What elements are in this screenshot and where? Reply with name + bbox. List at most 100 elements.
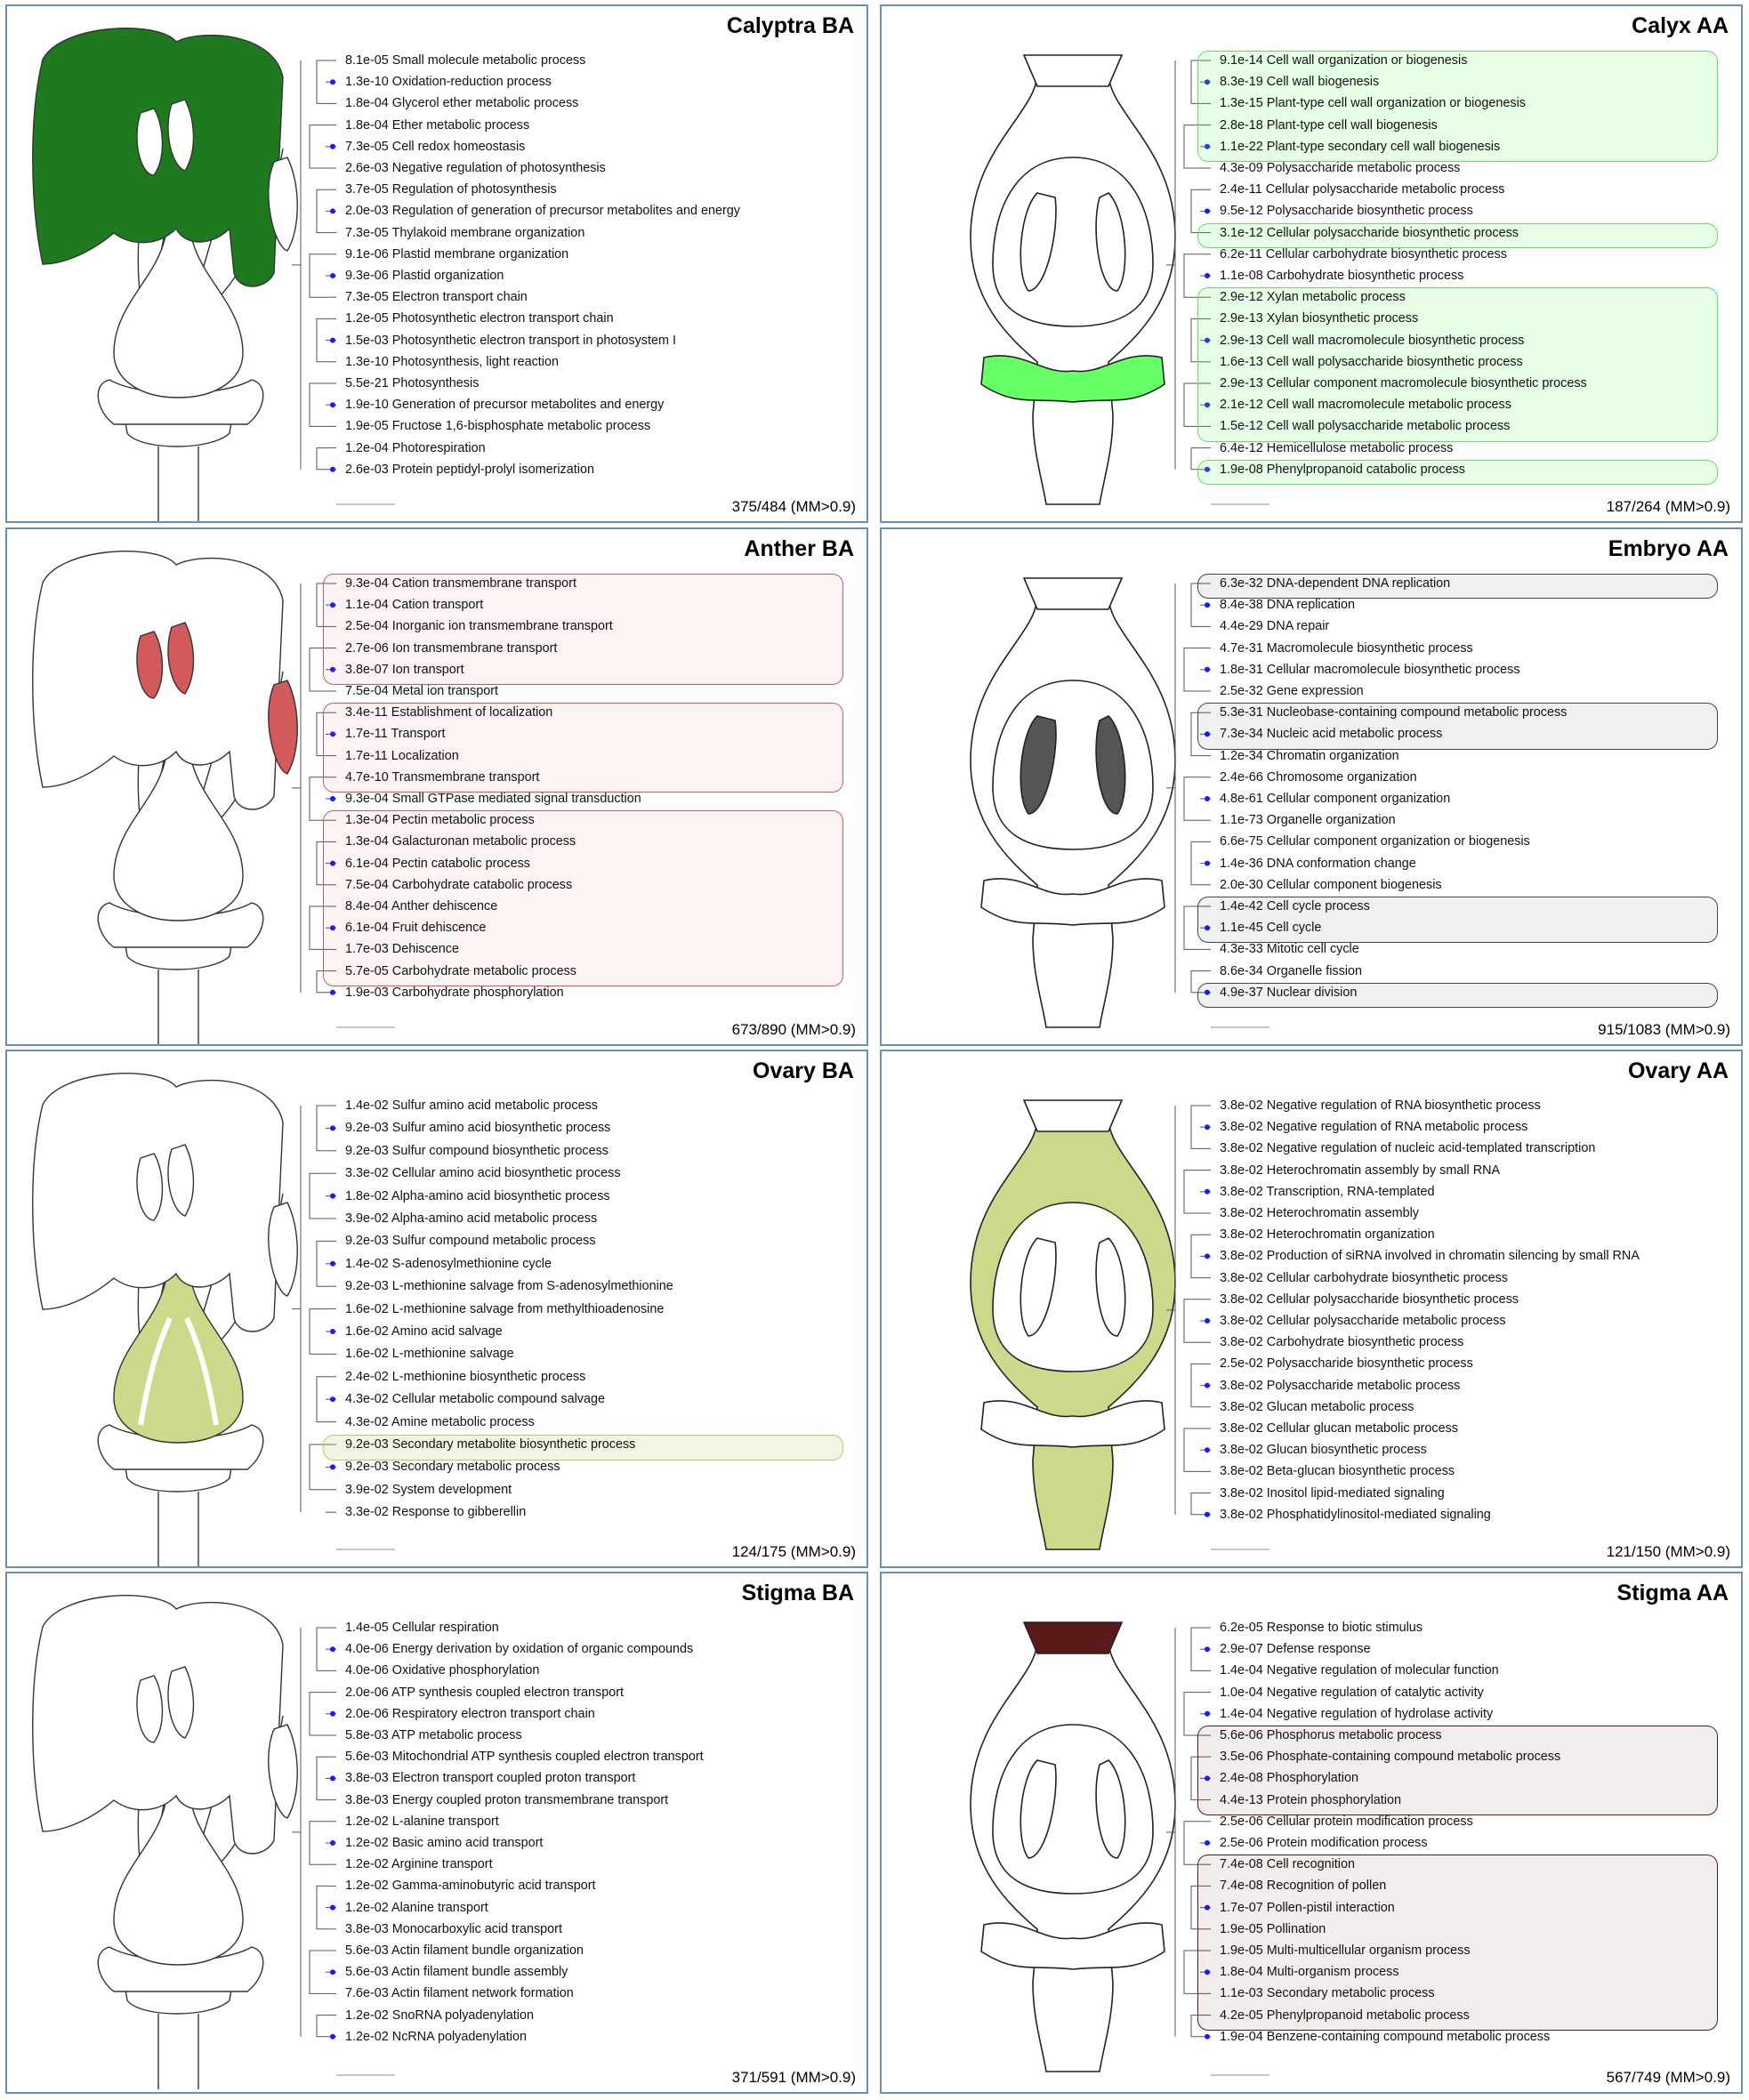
node-dot bbox=[330, 1396, 335, 1403]
go-term-label: 5.5e-21 Photosynthesis bbox=[345, 376, 480, 390]
node-dot bbox=[330, 1329, 335, 1334]
go-term-label: 3.8e-02 Glucan biosynthetic process bbox=[1220, 1443, 1427, 1458]
node-dot bbox=[1205, 273, 1210, 278]
go-term-label: 7.5e-04 Carbohydrate catabolic process bbox=[345, 877, 573, 892]
go-term-label: 1.9e-04 Benzene-containing compound meta… bbox=[1220, 2029, 1551, 2044]
embryo-left bbox=[1020, 715, 1057, 815]
panel-title: Calyptra BA bbox=[726, 13, 854, 38]
node-dot bbox=[1205, 1447, 1210, 1453]
go-term-label: 1.8e-04 Ether metabolic process bbox=[345, 117, 530, 133]
embryo-right bbox=[1095, 1237, 1126, 1337]
node-dot bbox=[1205, 1646, 1210, 1653]
node-dot bbox=[330, 1840, 335, 1846]
go-term-label: 3.8e-02 Heterochromatin assembly by smal… bbox=[1220, 1163, 1501, 1178]
go-term-label: 2.9e-13 Cellular component macromolecule… bbox=[1220, 376, 1587, 390]
node-dot bbox=[330, 1775, 335, 1782]
go-term-label: 3.8e-03 Energy coupled proton transmembr… bbox=[345, 1792, 669, 1807]
go-term-label: 9.2e-03 Sulfur amino acid biosynthetic p… bbox=[345, 1121, 611, 1136]
go-term-label: 9.2e-03 Secondary metabolite biosyntheti… bbox=[345, 1437, 636, 1452]
dendrogram bbox=[292, 1105, 336, 1513]
panel-count: 121/150 (MM>0.9) bbox=[1606, 1543, 1730, 1560]
go-term-label: 6.2e-05 Response to biotic stimulus bbox=[1220, 1621, 1423, 1635]
panel-title: Stigma AA bbox=[1616, 1581, 1729, 1605]
flower-drawing-aa bbox=[970, 1099, 1176, 1550]
cluster-highlight-box bbox=[323, 703, 843, 793]
go-term-label: 1.4e-04 Negative regulation of molecular… bbox=[1220, 1663, 1499, 1678]
cluster-highlight-box bbox=[1197, 982, 1718, 1008]
anther-c bbox=[268, 680, 298, 775]
scale-bar bbox=[1211, 2074, 1269, 2076]
cluster-highlight-box bbox=[323, 574, 843, 685]
calyx-band bbox=[980, 1400, 1165, 1448]
go-term-label: 6.1e-04 Pectin catabolic process bbox=[345, 856, 530, 871]
go-term-label: 3.7e-05 Regulation of photosynthesis bbox=[345, 182, 557, 197]
node-dot bbox=[1205, 1318, 1210, 1324]
panel-count: 567/749 (MM>0.9) bbox=[1606, 2069, 1730, 2086]
go-term-label: 1.6e-13 Cell wall polysaccharide biosynt… bbox=[1220, 354, 1523, 369]
go-term-label: 1.9e-05 Multi-multicellular organism pro… bbox=[1220, 1943, 1471, 1958]
go-term-label: 1.3e-04 Pectin metabolic process bbox=[345, 813, 535, 828]
go-term-label: 2.6e-03 Negative regulation of photosynt… bbox=[345, 161, 606, 175]
panel-illustration bbox=[32, 28, 336, 521]
pedicel bbox=[157, 1492, 199, 1566]
go-term-label: 2.4e-02 L-methionine biosynthetic proces… bbox=[345, 1369, 586, 1384]
go-term-label: 2.5e-32 Gene expression bbox=[1220, 684, 1364, 698]
embryo-right bbox=[1095, 192, 1126, 292]
go-term-label: 1.6e-02 L-methionine salvage from methyl… bbox=[345, 1301, 665, 1316]
node-dot bbox=[330, 2033, 335, 2040]
calyx-band bbox=[980, 1922, 1165, 1970]
scale-bar bbox=[336, 1026, 395, 1028]
panel-title: Ovary AA bbox=[1627, 1058, 1729, 1083]
go-term-label: 4.2e-05 Phenylpropanoid metabolic proces… bbox=[1220, 2007, 1470, 2023]
go-term-label: 4.7e-10 Transmembrane transport bbox=[345, 769, 540, 784]
go-term-label: 9.2e-03 L-methionine salvage from S-aden… bbox=[345, 1279, 673, 1294]
go-term-label: 7.3e-34 Nucleic acid metabolic process bbox=[1220, 727, 1443, 742]
go-term-label: 1.6e-02 L-methionine salvage bbox=[345, 1347, 514, 1362]
go-term-label: 1.2e-02 Arginine transport bbox=[345, 1857, 493, 1872]
go-term-label: 6.2e-11 Cellular carbohydrate biosynthet… bbox=[1220, 246, 1507, 261]
ovary-shape bbox=[113, 1264, 244, 1444]
go-term-label: 3.8e-02 Transcription, RNA-templated bbox=[1220, 1184, 1435, 1199]
go-term-label: 8.4e-38 DNA replication bbox=[1220, 598, 1355, 613]
go-term-label: 1.4e-42 Cell cycle process bbox=[1220, 899, 1370, 913]
anther-b bbox=[167, 1666, 195, 1739]
embryo-left bbox=[1020, 1237, 1057, 1337]
dendrogram bbox=[1166, 1105, 1211, 1517]
go-term-label: 1.9e-08 Phenylpropanoid catabolic proces… bbox=[1220, 462, 1466, 477]
panel-ovary-ba: 1.4e-02 Sulfur amino acid metabolic proc… bbox=[5, 1050, 868, 1568]
scale-bar bbox=[1211, 503, 1269, 505]
stigma-shape bbox=[1022, 54, 1124, 87]
stigma-shape bbox=[1022, 1621, 1124, 1654]
flower-drawing-aa bbox=[970, 54, 1176, 505]
stigma-shape bbox=[1022, 577, 1124, 610]
go-term-label: 1.4e-04 Negative regulation of hydrolase… bbox=[1220, 1706, 1494, 1721]
node-dot bbox=[1205, 1124, 1210, 1130]
go-term-label: 3.8e-02 Negative regulation of nucleic a… bbox=[1220, 1141, 1596, 1156]
cluster-highlight-box bbox=[1197, 222, 1718, 248]
cluster-highlight-box bbox=[1197, 1726, 1718, 1815]
go-term-label: 9.3e-04 Small GTPase mediated signal tra… bbox=[345, 792, 641, 806]
go-term-label: 1.2e-02 Alanine transport bbox=[345, 1900, 488, 1915]
anther-b bbox=[167, 99, 195, 172]
node-dot bbox=[330, 1464, 335, 1470]
dendrogram bbox=[292, 1627, 336, 2040]
node-dot bbox=[330, 731, 335, 737]
panel-count: 375/484 (MM>0.9) bbox=[731, 498, 856, 515]
go-term-label: 1.4e-36 DNA conformation change bbox=[1220, 856, 1416, 871]
go-term-label: 5.7e-05 Carbohydrate metabolic process bbox=[345, 963, 576, 978]
go-term-label: 1.2e-05 Photosynthetic electron transpor… bbox=[345, 311, 614, 326]
go-term-label: 1.1e-73 Organelle organization bbox=[1220, 813, 1396, 828]
go-term-label: 6.1e-04 Fruit dehiscence bbox=[345, 921, 487, 936]
cluster-highlight-box bbox=[1197, 1855, 1718, 2031]
go-term-label: 5.6e-06 Phosphorus metabolic process bbox=[1220, 1728, 1442, 1742]
locule bbox=[992, 157, 1154, 327]
node-dot bbox=[1205, 208, 1210, 214]
node-dot bbox=[1205, 1188, 1210, 1195]
go-term-label: 1.4e-05 Cellular respiration bbox=[345, 1621, 499, 1635]
scale-bar bbox=[336, 503, 395, 505]
cluster-highlight-box bbox=[1197, 897, 1718, 944]
go-term-label: 1.5e-03 Photosynthetic electron transpor… bbox=[345, 333, 676, 348]
node-dot bbox=[330, 1904, 335, 1911]
locule bbox=[992, 1202, 1154, 1372]
